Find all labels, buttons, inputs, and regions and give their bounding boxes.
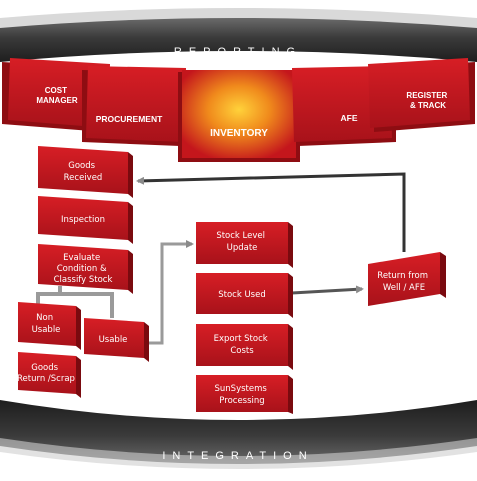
box-stock-used[interactable]: Stock Used — [196, 273, 293, 318]
box-inspection[interactable]: Inspection — [38, 196, 133, 244]
box-non-usable[interactable]: Non Usable — [18, 302, 81, 350]
integration-label: INTEGRATION — [162, 450, 313, 462]
module-procurement[interactable]: PROCUREMENT — [82, 66, 186, 146]
module-inventory-label: INVENTORY — [210, 128, 268, 139]
module-cost-manager-label: COST MANAGER — [36, 86, 78, 105]
module-afe-label: AFE — [341, 113, 358, 123]
box-return-from-well[interactable]: Return from Well / AFE — [368, 252, 446, 306]
box-goods-received[interactable]: Goods Received — [38, 146, 133, 198]
box-usable-label: Usable — [99, 335, 128, 345]
box-non-usable-label: Non Usable — [32, 313, 61, 335]
box-stock-used-label: Stock Used — [218, 290, 266, 300]
integration-band: INTEGRATION — [0, 400, 477, 469]
box-usable[interactable]: Usable — [84, 318, 149, 362]
box-sunsystems-processing[interactable]: SunSystems Processing — [196, 375, 293, 414]
reporting-label: REPORTING — [174, 46, 302, 58]
module-register-track-label: REGISTER & TRACK — [406, 91, 449, 110]
box-sunsystems-processing-label: SunSystems Processing — [215, 384, 270, 406]
reporting-band: REPORTING — [0, 8, 477, 62]
box-stock-level-update[interactable]: Stock Level Update — [196, 222, 293, 268]
box-stock-level-update-label: Stock Level Update — [216, 231, 267, 253]
module-inventory[interactable]: INVENTORY — [178, 70, 300, 162]
flow-connectors — [36, 172, 406, 345]
module-register-track[interactable]: REGISTER & TRACK — [368, 58, 475, 132]
box-evaluate-label: Evaluate Condition & Classify Stock — [54, 253, 113, 285]
box-inspection-label: Inspection — [61, 215, 105, 225]
box-export-stock-costs-label: Export Stock Costs — [214, 334, 271, 356]
module-procurement-label: PROCUREMENT — [96, 114, 163, 124]
box-goods-return[interactable]: Goods Return /Scrap — [17, 352, 81, 398]
box-goods-return-label: Goods Return /Scrap — [17, 363, 75, 384]
box-goods-received-label: Goods Received — [64, 161, 103, 183]
box-evaluate[interactable]: Evaluate Condition & Classify Stock — [38, 244, 133, 294]
box-return-from-well-label: Return from Well / AFE — [377, 271, 430, 293]
box-export-stock-costs[interactable]: Export Stock Costs — [196, 324, 293, 370]
